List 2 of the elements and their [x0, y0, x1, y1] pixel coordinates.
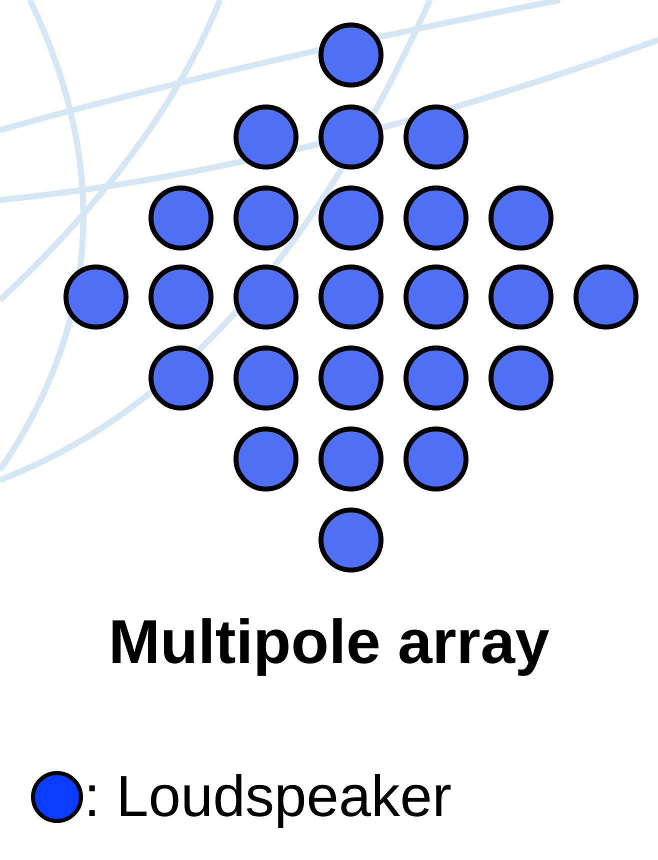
- diagram-title: Multipole array: [108, 607, 550, 679]
- legend-label: : Loudspeaker: [84, 763, 452, 831]
